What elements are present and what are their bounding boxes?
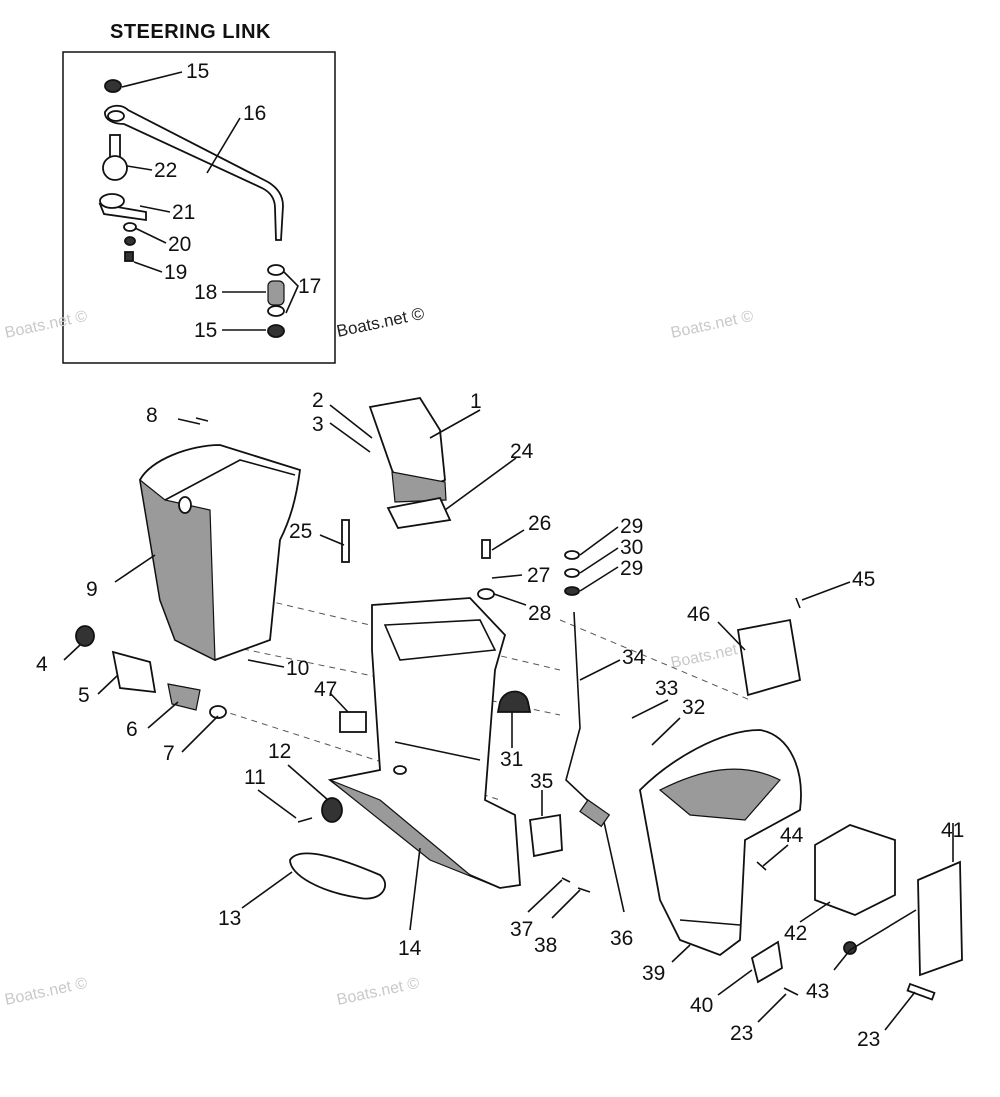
callout-26: 26 bbox=[528, 512, 551, 535]
watermark: Boats.net © bbox=[3, 975, 89, 1009]
plate-part bbox=[917, 860, 963, 977]
callout-5: 5 bbox=[78, 684, 90, 707]
anode-nut bbox=[843, 941, 857, 955]
shift-rod-part bbox=[565, 611, 601, 813]
lockwasher-part bbox=[124, 236, 136, 246]
washer-lower bbox=[267, 305, 285, 317]
callout-23a: 23 bbox=[730, 1022, 753, 1045]
callout-40: 40 bbox=[690, 994, 713, 1017]
callout-35: 35 bbox=[530, 770, 553, 793]
callout-21: 21 bbox=[172, 201, 195, 224]
callout-16: 16 bbox=[243, 102, 266, 125]
driveshaft-housing-part bbox=[327, 597, 521, 889]
plug-part bbox=[321, 797, 343, 823]
callout-33: 33 bbox=[655, 677, 678, 700]
callout-44: 44 bbox=[780, 824, 804, 847]
callout-15a: 15 bbox=[186, 60, 209, 83]
inset-title: STEERING LINK bbox=[110, 21, 271, 43]
callout-42: 42 bbox=[784, 922, 807, 945]
callout-31: 31 bbox=[500, 748, 523, 771]
callout-25: 25 bbox=[289, 520, 312, 543]
callout-15b: 15 bbox=[194, 319, 217, 342]
callout-1: 1 bbox=[470, 390, 482, 413]
callout-17: 17 bbox=[298, 275, 321, 298]
locknut-part bbox=[267, 324, 285, 338]
callout-37: 37 bbox=[510, 918, 533, 941]
grommet-part bbox=[75, 625, 95, 647]
inset-frame bbox=[62, 51, 336, 364]
callout-4: 4 bbox=[36, 653, 48, 676]
watermark: Boats.net © bbox=[669, 308, 755, 342]
washer-upper bbox=[267, 264, 285, 276]
bolt-part bbox=[124, 251, 134, 262]
callout-2: 2 bbox=[312, 389, 324, 412]
callout-14: 14 bbox=[398, 937, 422, 960]
nut-part bbox=[104, 79, 122, 93]
decal-part bbox=[339, 711, 367, 733]
pin-part bbox=[341, 519, 350, 563]
callout-36: 36 bbox=[610, 927, 633, 950]
gear-housing-part bbox=[639, 729, 802, 957]
callout-34: 34 bbox=[622, 646, 646, 669]
ball-stud-ball bbox=[102, 155, 128, 181]
callout-9: 9 bbox=[86, 578, 98, 601]
callout-32: 32 bbox=[682, 696, 705, 719]
callout-12: 12 bbox=[268, 740, 291, 763]
callout-38: 38 bbox=[534, 934, 557, 957]
seal-part bbox=[111, 650, 157, 694]
callout-39: 39 bbox=[642, 962, 665, 985]
cover-part bbox=[736, 618, 802, 697]
callout-10: 10 bbox=[286, 657, 309, 680]
callout-45: 45 bbox=[852, 568, 875, 591]
bracket-eye bbox=[99, 193, 125, 209]
clip-part bbox=[209, 705, 227, 719]
ball-stud-shank bbox=[109, 134, 121, 158]
callout-43: 43 bbox=[806, 980, 829, 1003]
callout-19: 19 bbox=[164, 261, 187, 284]
callout-46: 46 bbox=[687, 603, 710, 626]
exhaust-tube-part bbox=[368, 397, 452, 529]
callout-29a: 29 bbox=[620, 515, 643, 538]
callout-47: 47 bbox=[314, 678, 337, 701]
shield-part bbox=[814, 824, 896, 916]
callout-8: 8 bbox=[146, 404, 158, 427]
anode-part bbox=[750, 940, 783, 984]
callout-23b: 23 bbox=[857, 1028, 880, 1051]
watermark: Boats.net © bbox=[335, 975, 421, 1009]
callout-13: 13 bbox=[218, 907, 241, 930]
callout-30: 30 bbox=[620, 536, 643, 559]
bushing-part bbox=[267, 280, 285, 306]
callout-24: 24 bbox=[510, 440, 534, 463]
callout-6: 6 bbox=[126, 718, 138, 741]
callout-27: 27 bbox=[527, 564, 550, 587]
callout-41: 41 bbox=[941, 819, 964, 842]
shift-rod-coupler bbox=[579, 799, 611, 828]
water-seal-part bbox=[289, 852, 386, 900]
mount-part bbox=[496, 690, 532, 713]
steering-link-inset: STEERING LINK 15 16 22 21 20 19 bbox=[62, 21, 336, 364]
callout-29b: 29 bbox=[620, 557, 643, 580]
callout-3: 3 bbox=[312, 413, 324, 436]
watermark: Boats.net © bbox=[3, 308, 89, 342]
callout-7: 7 bbox=[163, 742, 175, 765]
washer-part bbox=[477, 588, 495, 600]
callout-28: 28 bbox=[528, 602, 551, 625]
callout-11: 11 bbox=[244, 766, 266, 789]
bracket-part bbox=[529, 813, 563, 858]
screw-part bbox=[481, 539, 491, 559]
callout-20: 20 bbox=[168, 233, 191, 256]
callout-22: 22 bbox=[154, 159, 177, 182]
lower-cowl-part bbox=[139, 444, 301, 661]
callout-18: 18 bbox=[194, 281, 217, 304]
washer-part bbox=[123, 222, 137, 232]
eye-hole bbox=[107, 110, 125, 122]
watermark: Boats.net © bbox=[335, 304, 427, 341]
